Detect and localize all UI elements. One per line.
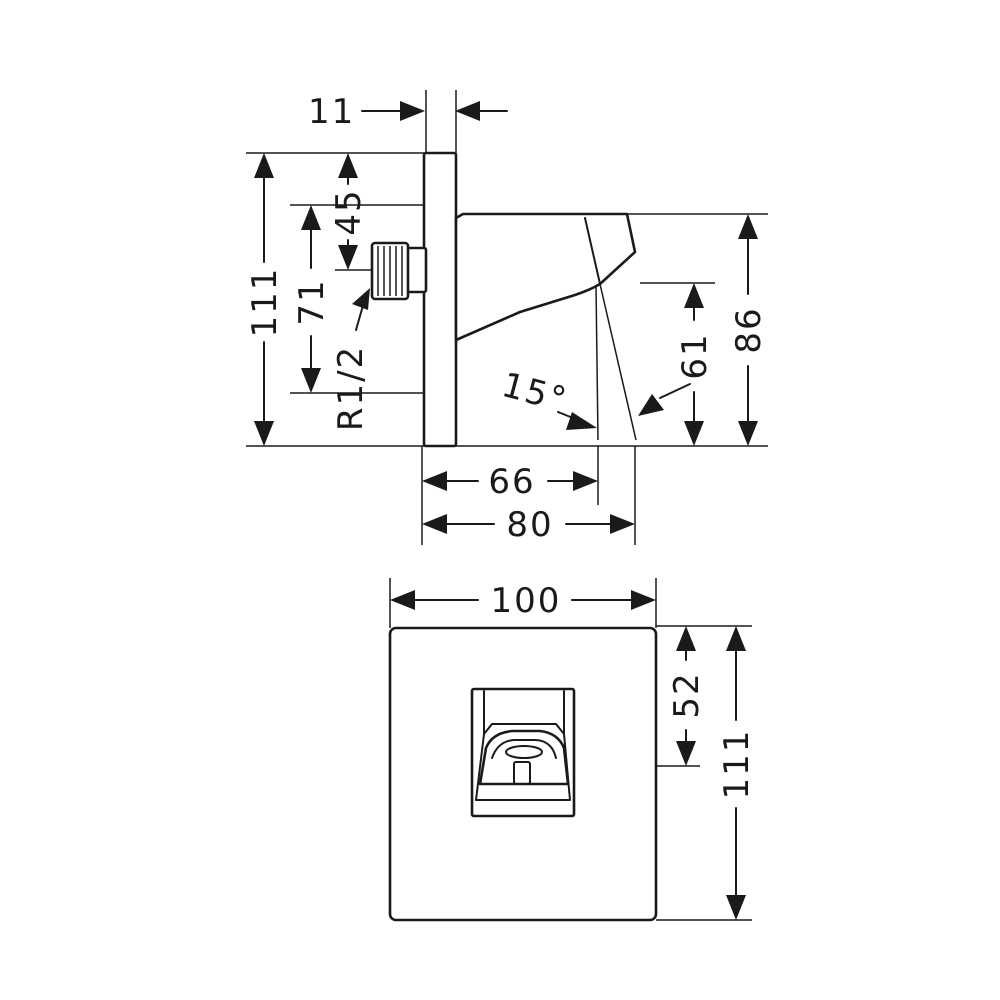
dim-spout-height-high: 86 xyxy=(729,214,769,446)
dim-wall-thickness: 11 xyxy=(308,92,508,132)
dim-spout-depth-outer: 80 xyxy=(422,505,635,545)
dim-label-86: 86 xyxy=(729,306,769,353)
dim-angle: 15° xyxy=(498,365,691,430)
spout-outlet xyxy=(470,687,576,818)
angle-line-1 xyxy=(599,283,637,441)
side-view: 11 111 45 71 R xyxy=(245,90,769,545)
dim-side-total-height: 111 xyxy=(245,153,285,446)
dim-front-width: 100 xyxy=(390,581,656,621)
dim-label-side-111: 111 xyxy=(245,267,285,338)
dim-thread-offset: 45 xyxy=(329,153,369,270)
dim-spout-height-low: 61 xyxy=(675,283,715,446)
dim-label-15deg: 15° xyxy=(498,365,572,421)
front-wall-plate xyxy=(388,626,658,922)
dim-label-52: 52 xyxy=(667,671,707,718)
dim-label-r12: R1/2 xyxy=(331,345,371,431)
dim-label-45: 45 xyxy=(329,188,369,235)
dim-thread-span: 71 xyxy=(292,205,332,393)
spout-tip-line xyxy=(584,217,601,285)
dim-label-100: 100 xyxy=(491,581,562,621)
dim-spout-depth-inner: 66 xyxy=(422,462,598,502)
dim-label-80: 80 xyxy=(506,505,553,545)
dim-outlet-height: 52 xyxy=(667,626,707,766)
dim-label-61: 61 xyxy=(675,332,715,379)
angle-line-2 xyxy=(595,284,599,441)
dim-thread-size: R1/2 xyxy=(331,288,371,431)
dim-front-total-height: 111 xyxy=(717,626,757,920)
side-wall-plate xyxy=(422,151,458,448)
dim-label-front-111: 111 xyxy=(717,729,757,800)
front-view: 100 52 111 xyxy=(388,578,757,922)
dim-label-11: 11 xyxy=(308,92,355,132)
dim-label-66: 66 xyxy=(488,462,535,502)
thread-connector xyxy=(370,241,428,301)
dim-label-71: 71 xyxy=(292,278,332,325)
